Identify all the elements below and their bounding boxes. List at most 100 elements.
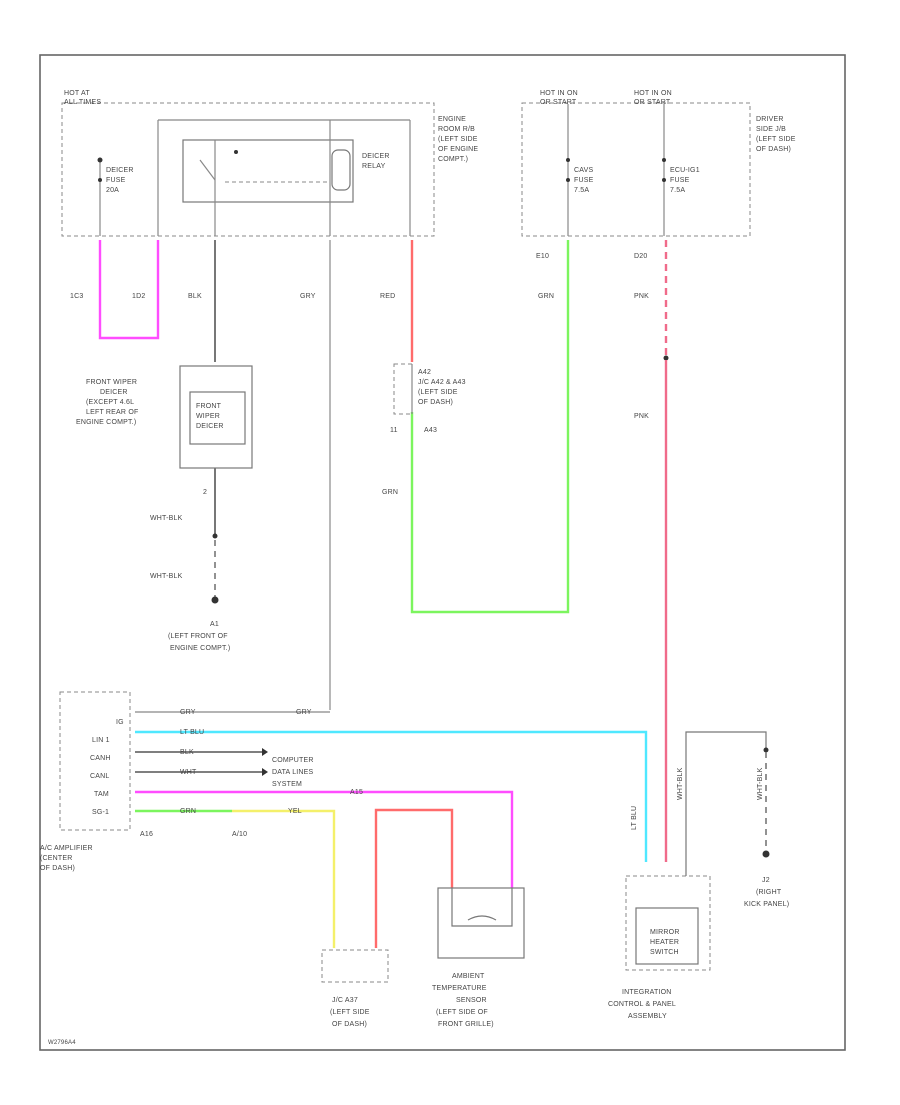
junction-dot: [566, 178, 570, 182]
relay-coil: [331, 149, 351, 191]
jc-box-2: (LEFT SIDE: [418, 389, 458, 396]
ambient-5: FRONT GRILLE): [438, 1021, 494, 1028]
conn-c1: 1C3: [70, 293, 83, 300]
integration-2: CONTROL & PANEL: [608, 1001, 676, 1008]
wire-gry-ig-2: GRY: [296, 709, 312, 716]
hot-in-on-a-2: OR START: [540, 99, 577, 106]
junction-dot: [234, 150, 238, 154]
junction-dot: [566, 158, 570, 162]
conn-11: 11: [390, 427, 398, 434]
hot-at-all-times-2: ALL TIMES: [64, 99, 101, 106]
jc-box-3: OF DASH): [418, 399, 453, 406]
jc-a42-box: [393, 363, 413, 415]
conn-a16: A16: [140, 831, 153, 838]
diagram-id: W2796A4: [48, 1040, 76, 1046]
deicer-relay-2: RELAY: [362, 163, 386, 170]
canh-arrow-icon: [262, 748, 268, 756]
driver-side-jb-box: [521, 102, 751, 237]
conn-d20: D20: [634, 253, 647, 260]
amp-pin-lin1: LIN 1: [92, 737, 110, 744]
wire-pnk-2: PNK: [634, 413, 649, 420]
amp-pin-canh: CANH: [90, 755, 111, 762]
ground-j2-icon: [762, 850, 770, 858]
cdl-3: SYSTEM: [272, 781, 302, 788]
ac-amp-3: OF DASH): [40, 865, 75, 872]
ambient-3: SENSOR: [456, 997, 487, 1004]
deicer-relay-1: DEICER: [362, 153, 390, 160]
conn-a15: A15: [350, 789, 363, 796]
wire-lt-blu-2: LT BLU: [631, 806, 638, 830]
cdl-2: DATA LINES: [272, 769, 314, 776]
cavs-fuse-3: 7.5A: [574, 187, 589, 194]
jc-a37-3: OF DASH): [332, 1021, 367, 1028]
sg1-yel-wire: [232, 809, 336, 948]
jc-a37-1: J/C A37: [332, 997, 358, 1004]
ground-j2-3: KICK PANEL): [744, 901, 789, 908]
front-wiper-deicer-2: DEICER: [100, 389, 128, 396]
ground-a1-2: (LEFT FRONT OF: [168, 633, 228, 640]
front-wiper-deicer-3: (EXCEPT 4.6L: [86, 399, 134, 406]
ac-amp-1: A/C AMPLIFIER: [40, 845, 93, 852]
wire-red: RED: [380, 293, 395, 300]
wire-wht-blk-2: WHT-BLK: [150, 573, 183, 580]
cdl-1: COMPUTER: [272, 757, 314, 764]
cavs-fuse-2: FUSE: [574, 177, 594, 184]
hot-in-on-b-1: HOT IN ON: [634, 90, 672, 97]
sensor-element: [451, 888, 513, 927]
junction-dot: [662, 158, 666, 162]
wire-yel: YEL: [288, 808, 302, 815]
junction-dot: [662, 178, 666, 182]
amp-pin-tam: TAM: [94, 791, 109, 798]
fwd-box-1: FRONT: [196, 403, 222, 410]
hot-at-all-times-1: HOT AT: [64, 90, 90, 97]
wire-grn-2: GRN: [382, 489, 398, 496]
amp-pin-sg1: SG-1: [92, 809, 109, 816]
mhs-3: SWITCH: [650, 949, 679, 956]
conn-a10: A/10: [232, 831, 247, 838]
fwd-box-3: DEICER: [196, 423, 224, 430]
deicer-fuse-3: 20A: [106, 187, 119, 194]
lt-blu-wire: [135, 730, 648, 862]
integration-3: ASSEMBLY: [628, 1013, 667, 1020]
hot-in-on-b-2: OR START: [634, 99, 671, 106]
wht-blk-j2-wire: [685, 731, 767, 876]
jc-a37-box: [321, 949, 389, 983]
wire-pnk-1: PNK: [634, 293, 649, 300]
integration-control-box: [625, 875, 711, 971]
wire-grn-sg1: GRN: [180, 808, 196, 815]
integration-1: INTEGRATION: [622, 989, 672, 996]
ecu-ig-fuse-2: FUSE: [670, 177, 690, 184]
driver-jb-3: (LEFT SIDE: [756, 136, 796, 143]
engine-room-rb-2: ROOM R/B: [438, 126, 475, 133]
ac-amplifier-box: [59, 691, 131, 831]
ground-a1-icon: [211, 596, 219, 604]
junction-dot: [98, 178, 102, 182]
ambient-2: TEMPERATURE: [432, 985, 487, 992]
conn-a43: A43: [424, 427, 437, 434]
wire-gry-ig: GRY: [180, 709, 196, 716]
amp-pin-canl: CANL: [90, 773, 109, 780]
ambient-4: (LEFT SIDE OF: [436, 1009, 488, 1016]
jc-a37-2: (LEFT SIDE: [330, 1009, 370, 1016]
relay-contact: [199, 159, 216, 181]
wire-blk: BLK: [188, 293, 202, 300]
wire-wht-blk-j2a: WHT-BLK: [677, 767, 684, 800]
wire-lt-blu: LT BLU: [180, 729, 204, 736]
front-wiper-deicer-element: [189, 391, 246, 445]
deicer-fuse-2: FUSE: [106, 177, 126, 184]
wire-gry: GRY: [300, 293, 316, 300]
engine-room-rb-1: ENGINE: [438, 116, 466, 123]
driver-jb-1: DRIVER: [756, 116, 784, 123]
engine-room-rb-5: COMPT.): [438, 156, 468, 163]
ecu-ig-fuse-1: ECU-IG1: [670, 167, 700, 174]
ambient-sensor-box: [437, 887, 525, 959]
conn-a42: A42: [418, 369, 431, 376]
front-wiper-deicer-5: ENGINE COMPT.): [76, 419, 136, 426]
tam-wire: [135, 790, 514, 888]
ac-amp-2: (CENTER: [40, 855, 73, 862]
mhs-1: MIRROR: [650, 929, 680, 936]
conn-c2: 1D2: [132, 293, 145, 300]
hot-in-on-a-1: HOT IN ON: [540, 90, 578, 97]
